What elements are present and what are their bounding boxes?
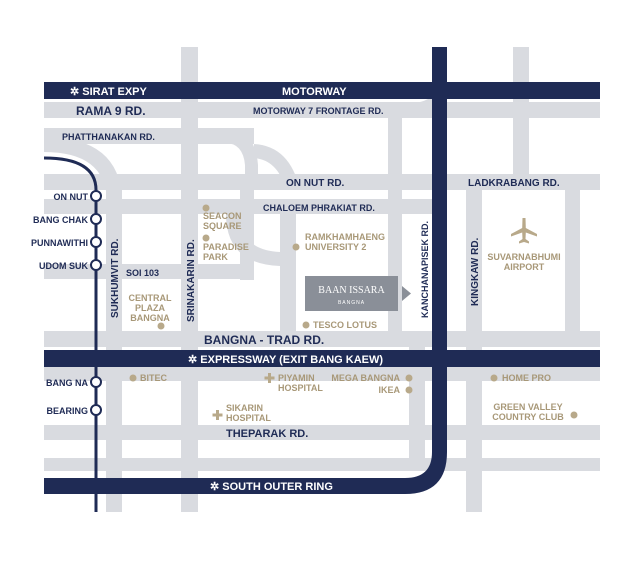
station-udom-suk: UDOM SUK (39, 259, 102, 271)
curved-road-chaloem (254, 144, 300, 190)
kingkaw-road-label: KINGKAW RD. (470, 237, 481, 306)
ikea-label: IKEA (378, 385, 400, 395)
station-label: PUNNAWITHI (31, 238, 88, 248)
station-punnawithi: PUNNAWITHI (31, 236, 102, 248)
suvarnabhumi-label-2: AIRPORT (504, 262, 545, 272)
project-sub: BANGNA (338, 300, 365, 306)
bitec-label: BITEC (140, 373, 168, 383)
motorway-label: MOTORWAY (282, 86, 347, 98)
ramkhamhaeng-label: RAMKHAMHAENG (305, 232, 385, 242)
curved-road-mid (225, 128, 258, 175)
sikarin-label-2: HOSPITAL (226, 413, 271, 423)
poi-dot (292, 243, 300, 251)
srinakarin-road-label: SRINAKARIN RD. (186, 239, 197, 322)
station-on-nut: ON NUT (54, 190, 102, 202)
bts-stations: ON NUT BANG CHAK PUNNAWITHI UDOM SUK BAN… (31, 190, 102, 416)
station-label: BEARING (46, 406, 88, 416)
project-marker: BAAN ISSARA BANGNA (305, 276, 411, 311)
bts-station-icon (90, 213, 102, 225)
suvarnabhumi-label: SUVARNABHUMI (487, 252, 560, 262)
motorway-bar (44, 82, 600, 99)
vertical-road-565 (565, 190, 580, 340)
station-label: ON NUT (54, 192, 89, 202)
station-label: BANG CHAK (33, 215, 88, 225)
vertical-road-513 (513, 47, 529, 177)
curved-road-ramkhamhaeng (226, 214, 280, 266)
poi-dot (157, 322, 165, 330)
poi-dot (202, 234, 210, 242)
station-bang-na: BANG NA (46, 376, 102, 388)
green-valley-label-2: COUNTRY CLUB (492, 412, 564, 422)
on-nut-road-label: ON NUT RD. (286, 178, 345, 189)
theparak-road-label: THEPARAK RD. (226, 428, 308, 440)
seacon-square-label-2: SQUARE (203, 221, 242, 231)
piyamin-label: PIYAMIN (278, 373, 315, 383)
central-plaza-label: CENTRAL (129, 293, 172, 303)
station-bang-chak: BANG CHAK (33, 213, 102, 225)
bts-station-icon (90, 404, 102, 416)
bangna-trad-road-label: BANGNA - TRAD RD. (204, 333, 324, 347)
paradise-park-label-2: PARK (203, 252, 228, 262)
station-label: BANG NA (46, 378, 88, 388)
soi-103-label: SOI 103 (126, 268, 159, 278)
lower-road (44, 458, 600, 471)
phatthanakan-road (44, 128, 254, 144)
hospital-cross-icon (212, 410, 223, 420)
central-plaza-label-2: PLAZA (135, 303, 165, 313)
srinakarin-road (181, 47, 198, 512)
mega-bangna-label: MEGA BANGNA (331, 373, 400, 383)
sikarin-label: SIKARIN (226, 403, 263, 413)
station-label: UDOM SUK (39, 261, 88, 271)
sukhumvit-road (106, 176, 122, 512)
station-bearing: BEARING (46, 404, 102, 416)
green-valley-label: GREEN VALLEY (493, 402, 562, 412)
expressway-bar (44, 350, 600, 367)
bts-station-icon (90, 236, 102, 248)
sukhumvit-road-label: SUKHUMVIT RD. (110, 238, 121, 318)
bts-station-icon (90, 376, 102, 388)
kanchanapisek-road-label: KANCHANAPISEK RD. (420, 221, 430, 318)
poi-dot (202, 204, 210, 212)
vertical-road-near-kanchana (409, 347, 425, 467)
ladkrabang-road-label: LADKRABANG RD. (468, 178, 560, 189)
piyamin-label-2: HOSPITAL (278, 383, 323, 393)
vertical-road-395-top (388, 118, 402, 178)
south-outer-ring-label: ✲ SOUTH OUTER RING (210, 481, 333, 493)
poi-dot (490, 374, 498, 382)
hospital-cross-icon (264, 373, 275, 383)
poi-dot (302, 321, 310, 329)
poi-dot (570, 411, 578, 419)
chaloem-phrakiat-road-label: CHALOEM PHRAKIAT RD. (263, 203, 375, 213)
rama-9-road-label: RAMA 9 RD. (76, 104, 146, 118)
bts-station-icon (90, 190, 102, 202)
paradise-park-label: PARADISE (203, 242, 249, 252)
expressway-label: ✲ EXPRESSWAY (EXIT BANG KAEW) (188, 354, 383, 366)
tesco-lotus-label: TESCO LOTUS (313, 320, 377, 330)
central-plaza-label-3: BANGNA (130, 313, 170, 323)
pointer-arrow-icon (402, 286, 411, 301)
poi-dot (129, 374, 137, 382)
sirat-expy-label: ✲ SIRAT EXPY (70, 86, 148, 98)
airplane-icon (511, 218, 537, 244)
project-box (305, 276, 398, 311)
seacon-square-label: SEACON (203, 211, 242, 221)
vertical-road-280 (280, 214, 296, 331)
motorway-7-frontage-label: MOTORWAY 7 FRONTAGE RD. (253, 106, 384, 116)
bts-line (43, 156, 98, 512)
home-pro-label: HOME PRO (502, 373, 551, 383)
curved-road-kanchana-top (402, 78, 440, 118)
phatthanakan-road-label: PHATTHANAKAN RD. (62, 132, 155, 142)
highway-network (44, 47, 600, 494)
poi-dot (405, 374, 413, 382)
ramkhamhaeng-label-2: UNIVERSITY 2 (305, 242, 366, 252)
curved-road-west (44, 137, 122, 200)
project-name: BAAN ISSARA (318, 285, 385, 296)
bts-station-icon (90, 259, 102, 271)
theparak-road (44, 425, 600, 440)
poi-dot (405, 386, 413, 394)
